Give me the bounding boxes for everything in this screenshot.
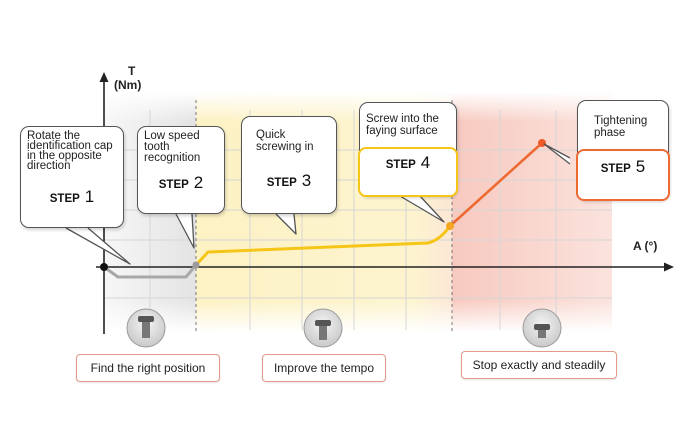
step-1-description: Rotate the identification cap in the opp…	[27, 130, 113, 172]
step-5-divider	[576, 149, 670, 201]
origin-point	[100, 263, 108, 271]
final-torque-point	[538, 139, 546, 147]
transition-point	[192, 261, 200, 269]
step-1-badge: STEP 1	[49, 187, 95, 206]
screw-icon	[126, 308, 166, 348]
step-4-description: Screw into the faying surface	[366, 113, 439, 137]
callout-pointers	[65, 143, 571, 265]
step-2-description: Low speed tooth recognition	[144, 130, 201, 164]
step-2-badge: STEP 2	[158, 173, 204, 192]
step-1-callout: Rotate the identification cap in the opp…	[20, 126, 124, 228]
bottom-label-find-position: Find the right position	[76, 354, 220, 382]
screw-icon	[303, 308, 343, 348]
bottom-label-improve-tempo: Improve the tempo	[262, 354, 386, 382]
step-5-badge: STEP 5	[600, 157, 646, 176]
step-4-badge: STEP 4	[385, 153, 431, 172]
step-3-badge: STEP 3	[266, 171, 312, 190]
step-2-callout: Low speed tooth recognition STEP 2	[137, 126, 225, 214]
screw-icon	[522, 308, 562, 348]
step-3-callout: Quick screwing in STEP 3	[241, 116, 337, 214]
step-4-callout: Screw into the faying surface STEP 4	[358, 102, 458, 197]
bottom-label-stop-steadily: Stop exactly and steadily	[461, 351, 617, 379]
y-axis-symbol: T	[128, 64, 136, 78]
y-axis-unit: (Nm)	[114, 78, 142, 92]
curve-phase-1	[102, 263, 198, 279]
x-axis-label: A (°)	[633, 239, 658, 253]
curve-phase-3	[448, 141, 544, 228]
curve-phase-2	[194, 224, 452, 267]
step-5-description: Tightening phase	[594, 115, 648, 139]
step-3-description: Quick screwing in	[256, 129, 314, 153]
step-5-callout: Tightening phase STEP 5	[576, 100, 670, 201]
step-4-divider	[358, 147, 458, 197]
faying-point	[446, 222, 454, 230]
